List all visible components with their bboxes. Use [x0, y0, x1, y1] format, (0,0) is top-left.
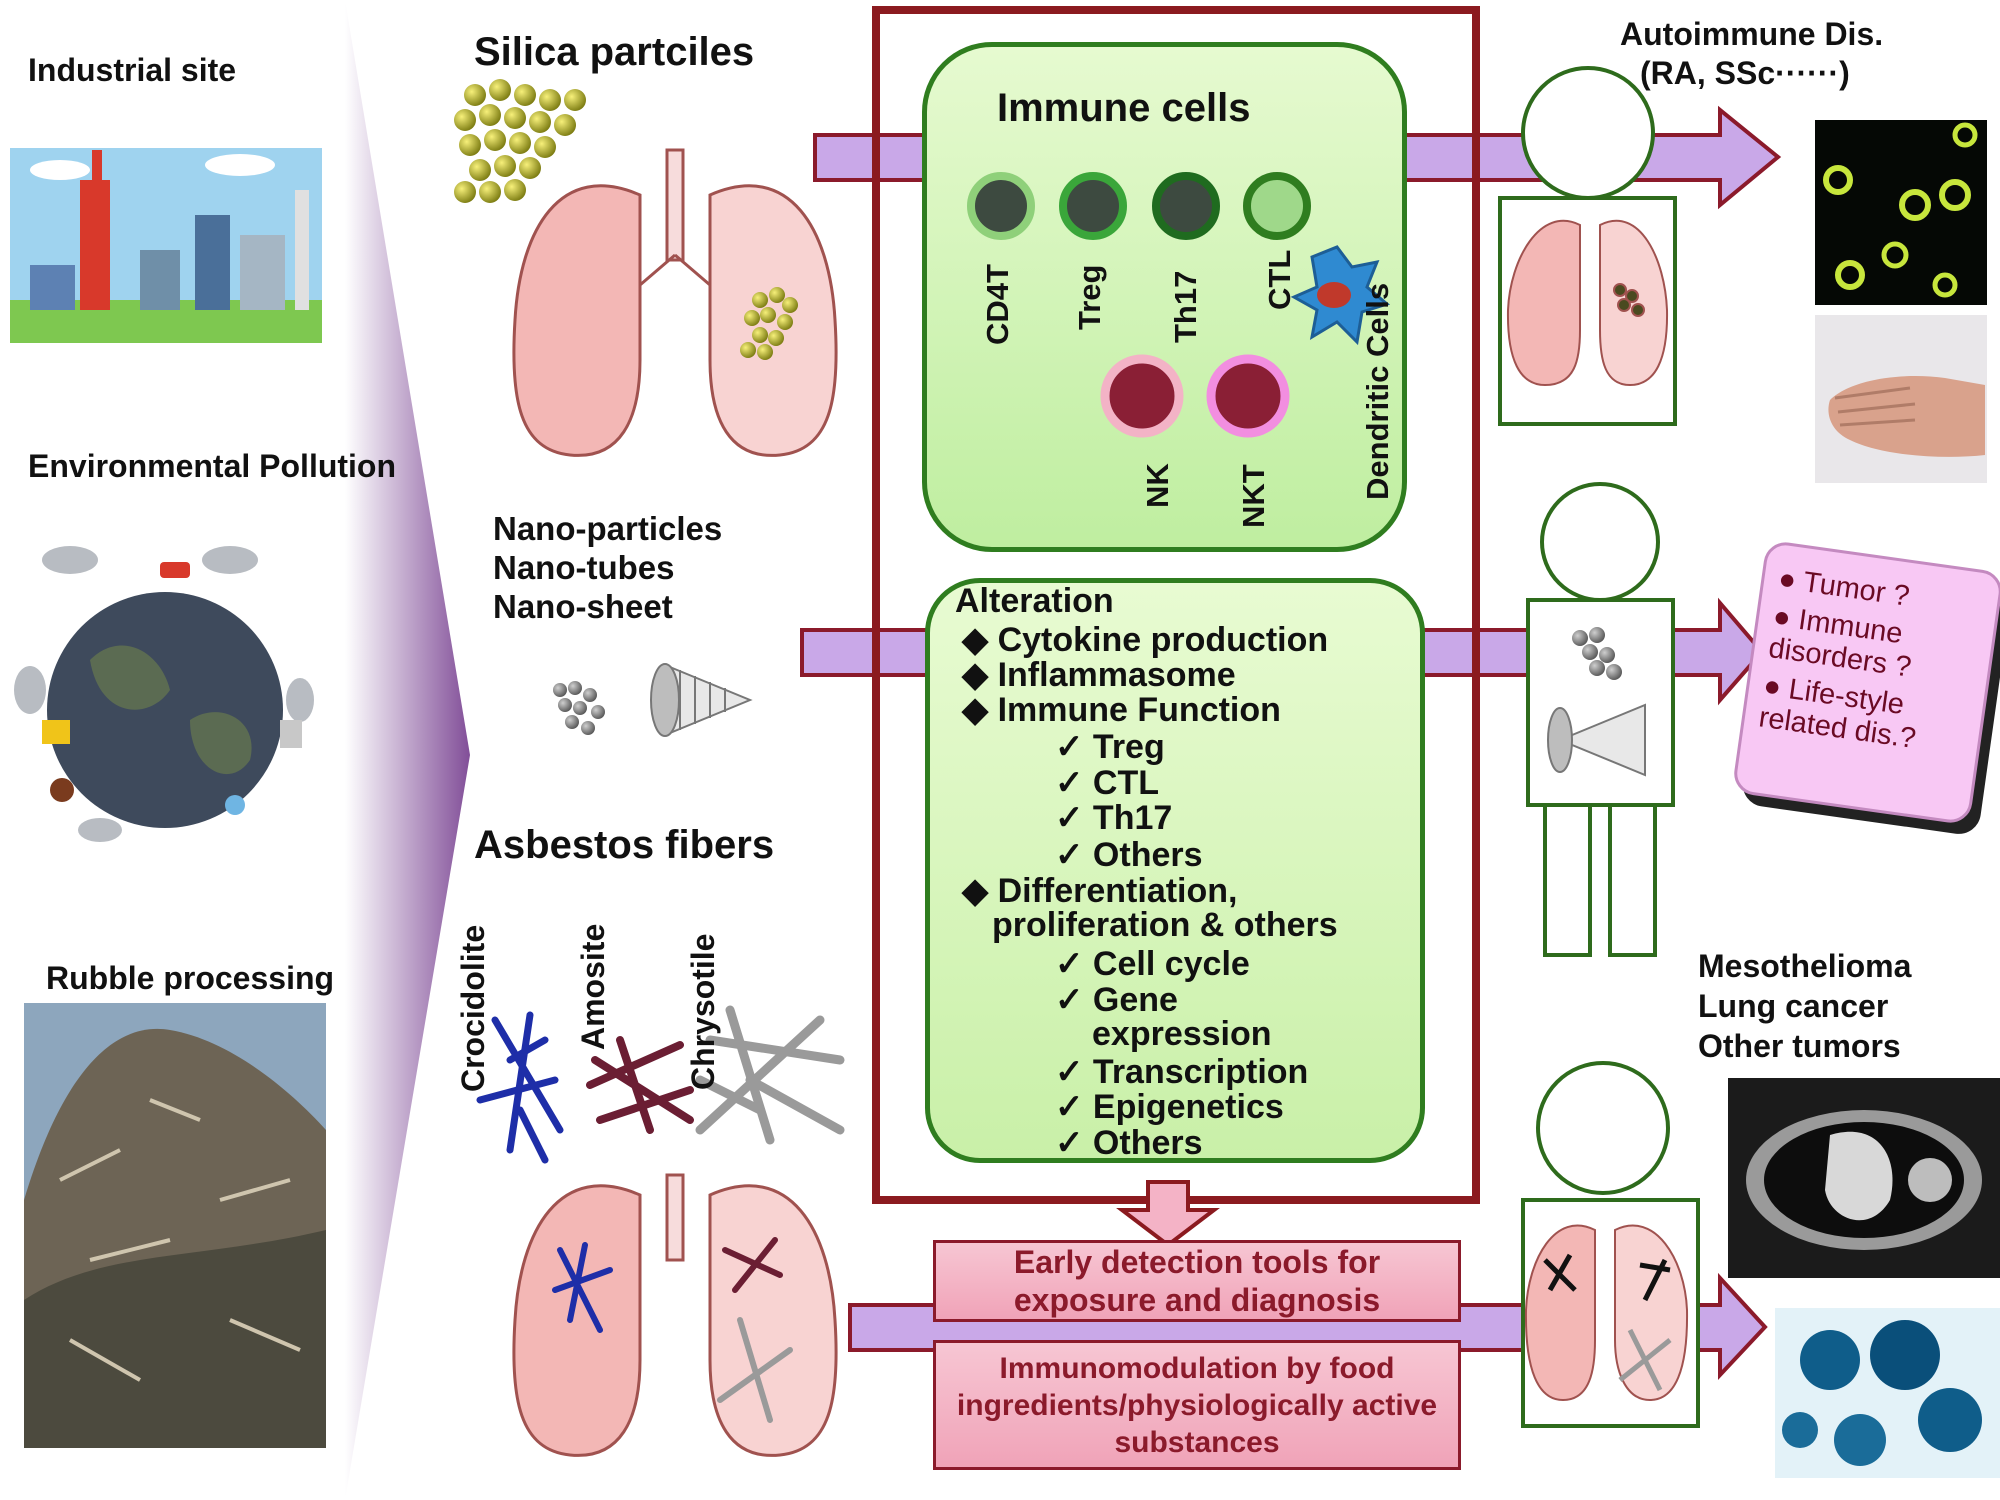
alteration-subitem: ✓ Others	[1055, 836, 1203, 874]
label-th17: Th17	[1168, 270, 1203, 343]
figure-middle-particles	[1547, 627, 1646, 777]
down-arrow	[1116, 1180, 1220, 1248]
immune-cells-title: Immune cells	[997, 86, 1251, 130]
alteration-subitem: ✓ Cell cycle	[1055, 945, 1250, 983]
figure-bottom-lungs	[1524, 1224, 1689, 1402]
label-rubble-processing: Rubble processing	[46, 960, 335, 996]
label-other-tumors: Other tumors	[1698, 1028, 1901, 1064]
label-nk: NK	[1140, 463, 1175, 508]
label-nano-tubes: Nano-tubes	[493, 549, 675, 586]
silica-particles-cluster	[454, 79, 586, 203]
label-autoimmune-examples: (RA, SSc······)	[1640, 55, 1850, 91]
fibers-in-lung	[552, 1237, 793, 1423]
ctl-cell	[1243, 172, 1311, 240]
alteration-item: ◆ Cytokine production	[962, 621, 1329, 659]
label-nkt: NKT	[1236, 464, 1271, 528]
label-treg: Treg	[1072, 264, 1107, 330]
th17-cell	[1152, 172, 1220, 240]
alteration-subitem: ✓ CTL	[1055, 764, 1160, 802]
alteration-subitem: ✓ Th17	[1055, 799, 1173, 837]
nano-particles	[553, 681, 605, 735]
alteration-title: Alteration	[955, 582, 1114, 620]
immune-cells-graphic	[967, 172, 1391, 438]
label-crocidolite: Crocidolite	[455, 924, 491, 1092]
label-dendritic-cells: Dendritic Cells	[1360, 282, 1395, 500]
label-ctl: CTL	[1262, 249, 1297, 310]
treg-cell	[1059, 172, 1127, 240]
early-detection-box: Early detection tools for exposure and d…	[933, 1240, 1461, 1322]
alteration-item: ◆ Inflammasome	[962, 656, 1236, 694]
label-industrial-site: Industrial site	[28, 52, 237, 88]
amosite-fibers	[586, 1036, 694, 1134]
label-nano-sheet: Nano-sheet	[493, 588, 673, 625]
label-cd4t: CD4T	[980, 264, 1015, 345]
silica-in-lung	[740, 287, 798, 360]
rubble-image	[24, 1003, 326, 1448]
possible-outcomes-card: ● Tumor ? ● Immune disorders ? ● Life-st…	[1731, 539, 2000, 826]
ct-scan-image	[1728, 1078, 2000, 1278]
alteration-subitem: ✓ Transcription	[1055, 1053, 1309, 1091]
nkt-cell	[1206, 354, 1290, 438]
alteration-box	[925, 578, 1425, 1163]
crocidolite-fibers	[476, 1011, 564, 1164]
alteration-item: ◆ Immune Function	[962, 691, 1281, 729]
label-chrysotile: Chrysotile	[685, 933, 721, 1090]
alteration-subitem: ✓ Treg	[1055, 728, 1165, 766]
lungs-asbestos	[512, 1173, 838, 1457]
autoimmune-cells-image	[1815, 120, 1987, 305]
label-amosite: Amosite	[575, 923, 611, 1050]
alteration-item-cont: proliferation & others	[992, 906, 1338, 944]
source-wedge	[345, 0, 470, 1500]
label-silica-particles: Silica partciles	[474, 30, 755, 74]
hand-image	[1815, 315, 1987, 483]
figure-top-lungs	[1506, 219, 1669, 387]
nk-cell	[1100, 354, 1184, 438]
alteration-subitem: ✓ Gene	[1055, 981, 1178, 1019]
immunomodulation-box: Immunomodulation by food ingredients/phy…	[933, 1340, 1461, 1470]
alteration-subitem-cont: expression	[1092, 1015, 1272, 1053]
label-lung-cancer: Lung cancer	[1698, 988, 1889, 1024]
alteration-subitem: ✓ Others	[1055, 1124, 1203, 1162]
label-autoimmune-disease: Autoimmune Dis.	[1620, 16, 1884, 52]
polluted-earth-image	[14, 546, 314, 842]
chrysotile-fibers	[695, 1005, 845, 1145]
alteration-subitem: ✓ Epigenetics	[1055, 1088, 1284, 1126]
cd4t-cell	[967, 172, 1035, 240]
label-environmental-pollution: Environmental Pollution	[28, 448, 397, 484]
nano-tube	[650, 663, 753, 737]
alteration-item: ◆ Differentiation,	[962, 872, 1238, 910]
label-nano-particles: Nano-particles	[493, 510, 723, 547]
label-asbestos-fibers: Asbestos fibers	[474, 823, 775, 867]
industrial-site-image	[10, 148, 322, 343]
cytology-image	[1775, 1308, 2000, 1478]
label-mesothelioma: Mesothelioma	[1698, 948, 1912, 984]
